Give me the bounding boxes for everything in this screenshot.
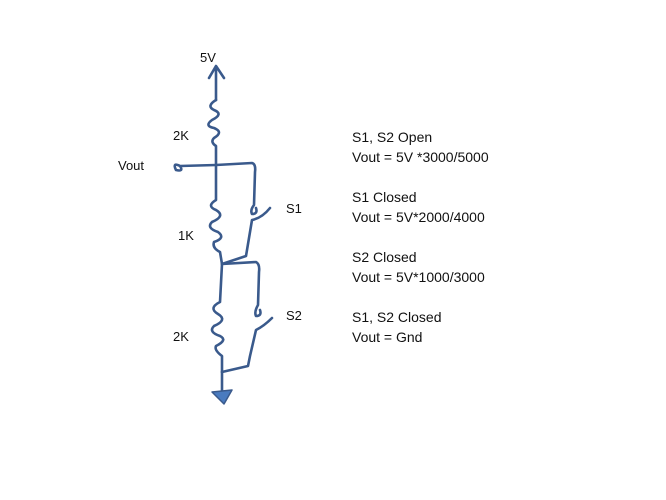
s1-label: S1 xyxy=(286,201,302,216)
supply-arrow-icon xyxy=(207,64,226,102)
vout-label: Vout xyxy=(118,158,145,173)
note-case-1: S1, S2 Open Vout = 5V *3000/5000 xyxy=(352,127,489,167)
vout-terminal-icon xyxy=(173,163,218,172)
resistor-r3-icon xyxy=(210,262,225,374)
note-condition: S2 Closed xyxy=(352,249,417,265)
r3-value-label: 2K xyxy=(173,329,189,344)
s2-label: S2 xyxy=(286,308,302,323)
note-formula: Vout = 5V*1000/3000 xyxy=(352,269,485,285)
switch-s2-icon xyxy=(220,316,274,374)
r1-value-label: 2K xyxy=(173,128,189,143)
note-formula: Vout = 5V*2000/4000 xyxy=(352,209,485,225)
note-condition: S1 Closed xyxy=(352,189,417,205)
note-case-2: S1 Closed Vout = 5V*2000/4000 xyxy=(352,187,489,227)
resistor-r2-icon xyxy=(208,163,224,266)
switch-s1-icon xyxy=(220,206,272,266)
r2-value-label: 1K xyxy=(178,228,194,243)
wire-mid-node xyxy=(220,260,262,318)
note-formula: Vout = Gnd xyxy=(352,329,423,345)
resistor-r1-icon xyxy=(207,98,221,167)
note-condition: S1, S2 Open xyxy=(352,129,433,145)
wire-top-node xyxy=(214,161,258,216)
note-formula: Vout = 5V *3000/5000 xyxy=(352,149,489,165)
note-condition: S1, S2 Closed xyxy=(352,309,442,325)
note-case-3: S2 Closed Vout = 5V*1000/3000 xyxy=(352,247,489,287)
supply-label: 5V xyxy=(200,50,216,65)
note-case-4: S1, S2 Closed Vout = Gnd xyxy=(352,307,489,347)
voltage-notes: S1, S2 Open Vout = 5V *3000/5000 S1 Clos… xyxy=(352,127,489,367)
ground-icon xyxy=(211,389,233,405)
